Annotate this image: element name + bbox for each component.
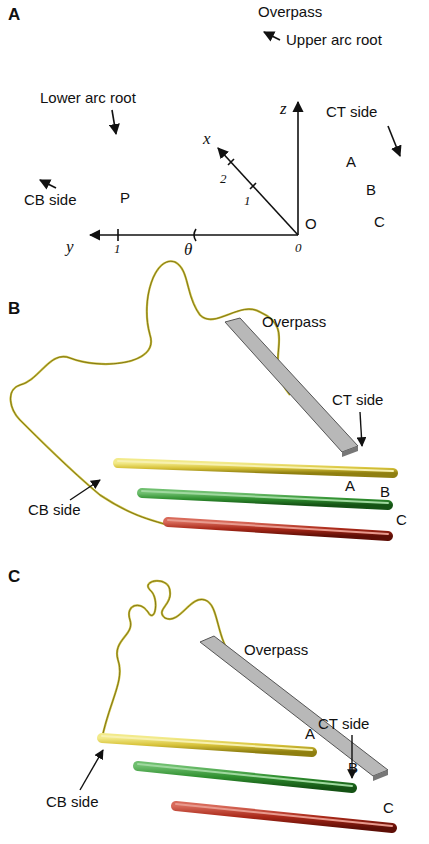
origin-label: O <box>305 216 317 231</box>
part-label: Overpass <box>262 314 326 329</box>
axes <box>40 32 400 241</box>
phase-label: C <box>396 512 407 527</box>
panel-letter: B <box>8 300 20 317</box>
side-label: CT side <box>332 392 383 407</box>
side-label: CB side <box>24 192 77 207</box>
phase-label: B <box>348 760 358 775</box>
phase-label: B <box>380 484 390 499</box>
phase-label: C <box>383 800 394 815</box>
tick-number: 2 <box>220 172 227 185</box>
callout-label: Lower arc root <box>40 90 136 105</box>
tick-number: 1 <box>244 194 251 207</box>
panel-c-illustration <box>80 581 392 828</box>
panel-b-illustration <box>11 261 393 536</box>
axis-label: y <box>66 238 74 255</box>
side-label: CB side <box>28 502 81 517</box>
tick-number: 1 <box>114 242 121 255</box>
side-label: CB side <box>46 794 99 809</box>
point-label: P <box>120 190 130 205</box>
phase-label: A <box>346 154 356 169</box>
phase-label: A <box>305 726 315 741</box>
phase-label: A <box>345 478 355 493</box>
axis-label: x <box>203 130 211 147</box>
callout-label: Upper arc root <box>286 32 382 47</box>
side-label: CT side <box>318 716 369 731</box>
axis-label: z <box>280 100 287 117</box>
angle-label: θ <box>184 241 192 258</box>
side-label: CT side <box>326 104 377 119</box>
part-label: Overpass <box>258 4 322 19</box>
tick-number: 0 <box>295 241 302 254</box>
panel-letter: A <box>8 6 20 23</box>
part-label: Overpass <box>244 642 308 657</box>
phase-label: C <box>374 214 385 229</box>
phase-label: B <box>366 182 376 197</box>
panel-letter: C <box>8 568 20 585</box>
